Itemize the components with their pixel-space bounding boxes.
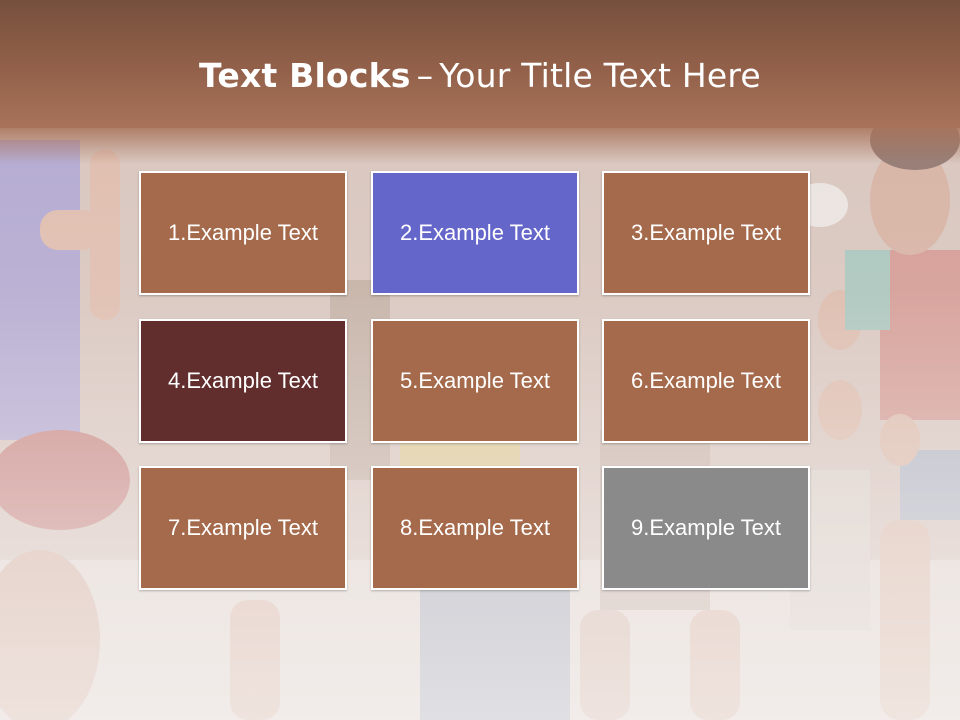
title-bar-fade [0, 128, 960, 164]
text-block-5[interactable]: 5.Example Text [371, 319, 579, 443]
text-block-8[interactable]: 8.Example Text [371, 466, 579, 590]
text-block-label: 8.Example Text [399, 515, 550, 540]
text-block-1[interactable]: 1.Example Text [139, 171, 347, 295]
text-block-9[interactable]: 9.Example Text [602, 466, 810, 590]
text-block-label: 2.Example Text [399, 220, 550, 245]
text-block-4[interactable]: 4.Example Text [139, 319, 347, 443]
text-block-label: 6.Example Text [630, 368, 781, 393]
slide-title[interactable]: Text Blocks–Your Title Text Here [0, 54, 960, 98]
text-block-3[interactable]: 3.Example Text [602, 171, 810, 295]
text-block-label: 4.Example Text [167, 368, 318, 393]
title-separator: – [416, 56, 434, 95]
title-bar [0, 0, 960, 128]
text-block-label: 9.Example Text [630, 515, 781, 540]
title-bold-text: Text Blocks [199, 56, 411, 95]
text-block-label: 7.Example Text [167, 515, 318, 540]
title-rest-text: Your Title Text Here [439, 56, 761, 95]
text-block-label: 5.Example Text [399, 368, 550, 393]
text-block-2[interactable]: 2.Example Text [371, 171, 579, 295]
text-block-6[interactable]: 6.Example Text [602, 319, 810, 443]
text-block-label: 3.Example Text [630, 220, 781, 245]
text-block-7[interactable]: 7.Example Text [139, 466, 347, 590]
text-block-label: 1.Example Text [167, 220, 318, 245]
